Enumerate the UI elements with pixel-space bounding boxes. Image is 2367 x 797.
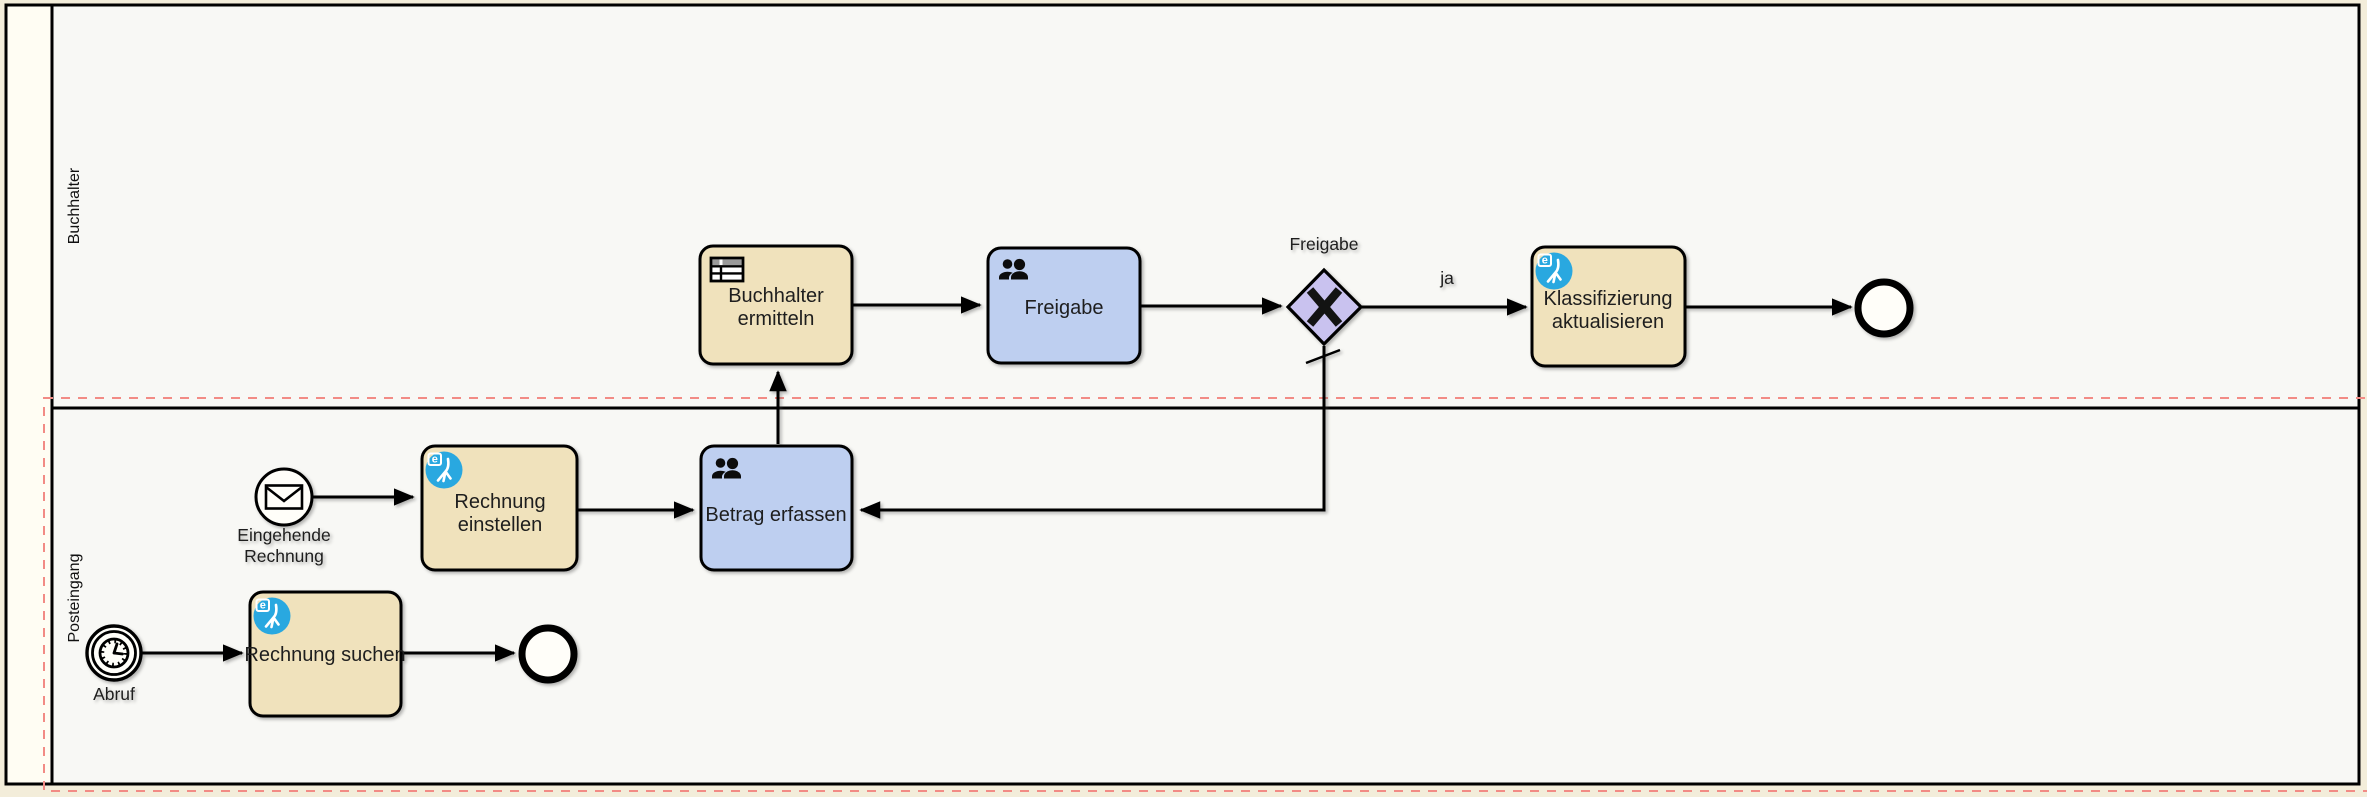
timer-event-abruf[interactable]: Abruf [85, 624, 143, 704]
lane-selection-outline [43, 397, 2367, 792]
gateway-label[interactable]: Freigabe [1289, 234, 1358, 254]
e-logo-icon: e [425, 451, 463, 489]
default-flow-slash-icon [1305, 348, 1341, 365]
e-logo-icon: e [253, 597, 291, 635]
x-marker-icon [1306, 287, 1343, 327]
task-label-line1: Klassifizierung [1544, 288, 1673, 310]
task-klassifizierung-aktualisieren[interactable]: e Klassifizierung aktualisieren [1530, 245, 1687, 368]
task-buchhalter-ermitteln[interactable]: Buchhalter ermitteln [698, 244, 854, 366]
task-label-line1: Buchhalter [728, 285, 824, 307]
task-rechnung-einstellen[interactable]: e Rechnung einstellen [420, 444, 579, 572]
lane-label-posteingang[interactable]: Posteingang [66, 554, 83, 643]
task-label-line2: aktualisieren [1552, 311, 1664, 333]
envelope-icon [264, 484, 304, 510]
task-label-line2: einstellen [458, 514, 543, 536]
flow-label-ja[interactable]: ja [1439, 268, 1454, 288]
svg-text:e: e [432, 454, 438, 466]
group-icon [712, 457, 741, 479]
task-freigabe[interactable]: Freigabe [986, 246, 1142, 365]
sequence-flows: ja [142, 268, 1853, 662]
inner-ring [91, 630, 137, 676]
flow-gateway-to-betrag-erfassen[interactable] [859, 346, 1326, 519]
task-label: Rechnung suchen [244, 644, 405, 666]
task-label: Freigabe [1025, 297, 1104, 319]
table-icon [709, 256, 745, 283]
lane-label-buchhalter[interactable]: Buchhalter [66, 167, 83, 244]
svg-text:e: e [1542, 255, 1548, 267]
start-event-eingehende-rechnung[interactable]: Eingehende Rechnung [237, 467, 331, 566]
end-event-unten[interactable] [518, 624, 578, 684]
event-label[interactable]: Abruf [93, 684, 135, 704]
task-label: Betrag erfassen [705, 504, 846, 526]
event-label-line1[interactable]: Eingehende [237, 525, 330, 545]
event-label-line2[interactable]: Rechnung [244, 546, 324, 566]
task-label-line2: ermitteln [738, 308, 815, 330]
end-event-oben[interactable] [1854, 278, 1914, 338]
e-logo-icon: e [1535, 252, 1573, 290]
task-betrag-erfassen[interactable]: Betrag erfassen [699, 444, 854, 572]
clock-icon [98, 637, 130, 669]
svg-text:e: e [260, 600, 266, 612]
task-rechnung-suchen[interactable]: e Rechnung suchen [244, 590, 406, 718]
task-label-line1: Rechnung [454, 491, 545, 513]
gateway-freigabe[interactable]: Freigabe [1285, 234, 1364, 347]
group-icon [999, 258, 1028, 280]
